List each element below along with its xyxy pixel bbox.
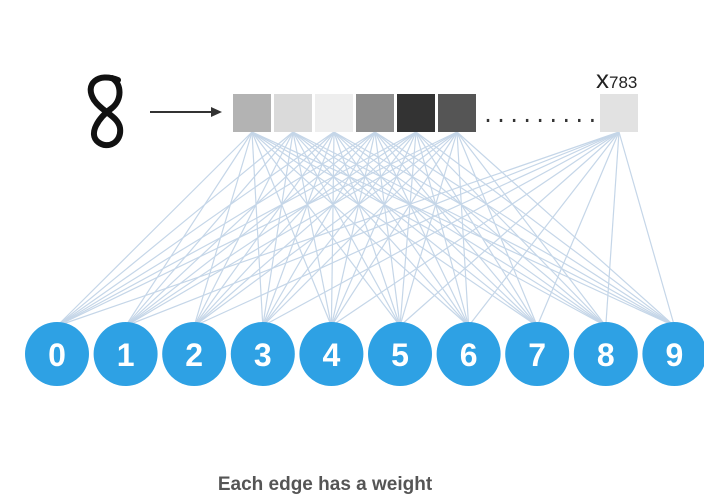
output-circle [642, 322, 704, 386]
edge [415, 131, 607, 327]
edge [125, 131, 335, 327]
edge [125, 131, 458, 327]
output-label: 2 [185, 337, 203, 373]
edge [125, 131, 294, 327]
input-cell-3 [356, 94, 394, 132]
output-circle [162, 322, 227, 386]
caption: Each edge has a weight [217, 474, 433, 495]
edge [56, 131, 294, 327]
output-label: 7 [528, 337, 546, 373]
edge [374, 131, 538, 327]
output-label: 5 [391, 337, 409, 373]
input-vector [233, 94, 476, 132]
output-circle [368, 322, 432, 386]
edge [331, 131, 620, 327]
last-input-label: x783 [596, 64, 637, 94]
output-label: 3 [254, 337, 272, 373]
output-node-6: 6 [436, 322, 501, 386]
edge [56, 131, 458, 327]
edge [330, 131, 458, 327]
edge [56, 131, 620, 327]
output-circle [25, 322, 89, 386]
arrow-icon [150, 107, 222, 117]
output-label: 1 [117, 337, 135, 373]
output-node-3: 3 [230, 322, 295, 386]
edge [456, 131, 470, 327]
ellipsis: .......... [482, 103, 612, 127]
edge [456, 131, 607, 327]
edge [193, 131, 620, 327]
output-node-1: 1 [93, 322, 158, 386]
edge [536, 131, 620, 327]
edge [125, 131, 417, 327]
edge [56, 131, 376, 327]
output-circle [505, 322, 570, 386]
edge [193, 131, 335, 327]
edge [399, 131, 458, 327]
output-node-5: 5 [368, 322, 432, 386]
output-node-8: 8 [573, 322, 638, 386]
edge [292, 131, 538, 327]
edge [56, 131, 253, 327]
edge [193, 131, 253, 327]
edge [125, 131, 376, 327]
edge [56, 131, 417, 327]
input-cell-0 [233, 94, 271, 132]
edge [618, 131, 675, 327]
edge [399, 131, 620, 327]
input-digit-image [87, 74, 124, 149]
edge [193, 131, 294, 327]
input-cell-2 [315, 94, 353, 132]
edge [193, 131, 417, 327]
edge [125, 131, 253, 327]
edge [456, 131, 538, 327]
input-cell-1 [274, 94, 312, 132]
output-label: 9 [666, 337, 684, 373]
edge [193, 131, 458, 327]
edge [56, 131, 335, 327]
edge [456, 131, 675, 327]
output-label: 4 [323, 337, 341, 373]
input-cell-5 [438, 94, 476, 132]
edge [468, 131, 620, 327]
edge [415, 131, 538, 327]
edge [125, 131, 620, 327]
output-node-9: 9 [642, 322, 704, 386]
output-circle [299, 322, 364, 386]
edge [193, 131, 376, 327]
last-input-cell [600, 94, 638, 132]
output-node-7: 7 [505, 322, 570, 386]
edge [605, 131, 620, 327]
output-circle [93, 322, 158, 386]
input-cell-4 [397, 94, 435, 132]
output-circle [436, 322, 501, 386]
output-nodes: 0 1 2 3 4 5 6 7 8 9 [25, 322, 704, 386]
edge [333, 131, 675, 327]
output-label: 0 [48, 337, 66, 373]
weight-edges [56, 131, 675, 327]
output-circle [573, 322, 638, 386]
output-node-2: 2 [162, 322, 227, 386]
output-circle [230, 322, 295, 386]
edge [262, 131, 458, 327]
output-label: 6 [460, 337, 478, 373]
output-node-4: 4 [299, 322, 364, 386]
output-label: 8 [597, 337, 615, 373]
edge [262, 131, 620, 327]
output-node-0: 0 [25, 322, 89, 386]
edge [330, 131, 335, 327]
